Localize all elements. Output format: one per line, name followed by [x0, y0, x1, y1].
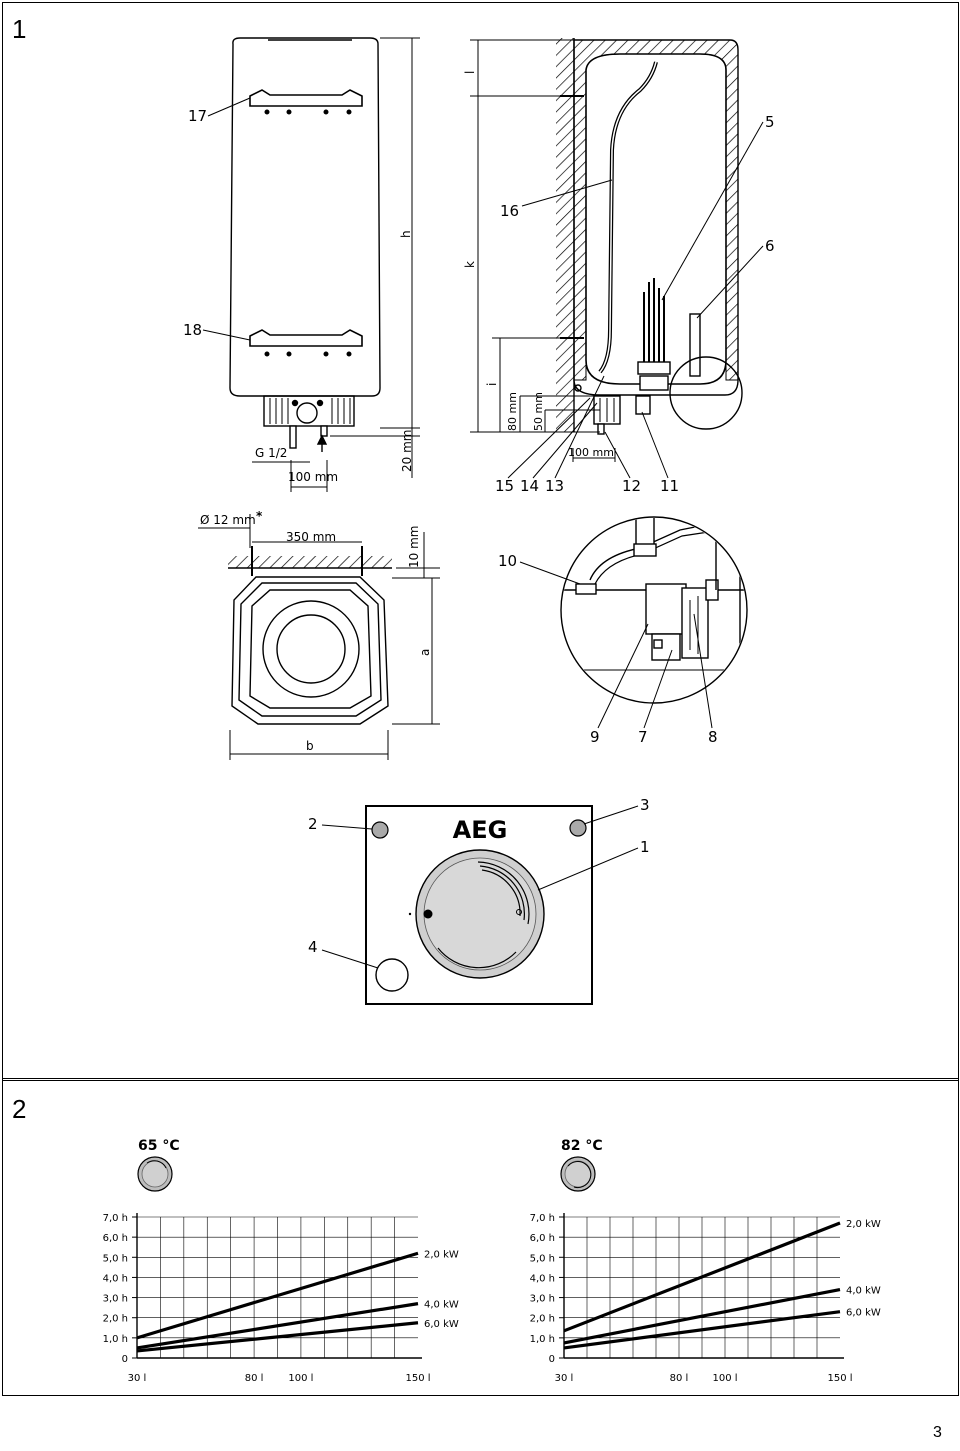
x-tick-label: 30 l	[128, 1373, 147, 1384]
detail-view	[560, 516, 748, 704]
dim-100mm-side-label: 100 mm	[568, 446, 614, 459]
series-line-3	[563, 1310, 841, 1350]
dim-10mm-label: 10 mm	[407, 526, 421, 568]
section-1-number: 1	[12, 14, 27, 44]
x-tick-label: 100 l	[712, 1373, 737, 1384]
x-tick-label: 100 l	[288, 1373, 313, 1384]
callout-15: 15	[495, 477, 514, 495]
series-label-1: 2,0 kW	[424, 1249, 459, 1260]
y-tick-label: 4,0 h	[103, 1273, 128, 1284]
callout-16: 16	[500, 202, 519, 220]
dim-50mm-label: 50 mm	[532, 392, 545, 431]
callout-9: 9	[590, 728, 600, 746]
y-tick-label: 0	[122, 1354, 128, 1365]
y-tick-label: 3,0 h	[103, 1294, 128, 1305]
x-tick-label: 30 l	[555, 1373, 574, 1384]
control-panel: AEG	[365, 805, 593, 1005]
callout-17: 17	[188, 107, 207, 125]
dim-k-label: k	[463, 261, 477, 268]
dim-diam12-label: Ø 12 mm	[200, 513, 256, 527]
series-label-1: 2,0 kW	[846, 1219, 881, 1230]
callout-14: 14	[520, 477, 539, 495]
figure-1-technical-drawing: 17 18 G 1/2 100 mm h 20 mm	[183, 37, 775, 1005]
front-view-heater	[229, 37, 420, 492]
dim-350mm-label: 350 mm	[286, 530, 336, 544]
section-1-frame	[2, 2, 959, 1081]
temp-82-label: 82 °C	[561, 1138, 603, 1154]
y-tick-label: 1,0 h	[103, 1334, 128, 1345]
section-view-heater	[470, 38, 743, 462]
callout-11: 11	[660, 477, 679, 495]
callout-6: 6	[765, 237, 775, 255]
callout-10: 10	[498, 552, 517, 570]
callout-7: 7	[638, 728, 648, 746]
temp-65-indicator: 65 °C	[137, 1138, 180, 1192]
dim-a-label: a	[418, 649, 432, 656]
x-tick-label: 80 l	[245, 1373, 264, 1384]
series-label-3: 6,0 kW	[424, 1319, 459, 1330]
y-tick-label: 0	[549, 1354, 555, 1365]
y-tick-label: 7,0 h	[103, 1213, 128, 1224]
y-tick-label: 6,0 h	[530, 1233, 555, 1244]
callout-5: 5	[765, 113, 775, 131]
top-view-heater	[198, 514, 440, 760]
series-line-1	[136, 1251, 419, 1340]
series-line-2	[136, 1302, 419, 1350]
dim-asterisk-label: *	[256, 509, 263, 523]
dim-80mm-label: 80 mm	[506, 392, 519, 431]
dim-h-label: h	[399, 230, 413, 238]
y-tick-label: 3,0 h	[530, 1294, 555, 1305]
series-line-3	[136, 1321, 419, 1353]
callout-1: 1	[640, 838, 650, 856]
callout-3: 3	[640, 796, 650, 814]
dim-20mm-label: 20 mm	[400, 430, 414, 472]
control-panel-labels: 2 3 1 4	[308, 796, 650, 969]
callout-4: 4	[308, 938, 318, 956]
y-tick-label: 2,0 h	[530, 1314, 555, 1325]
callout-18: 18	[183, 321, 202, 339]
y-tick-label: 1,0 h	[530, 1334, 555, 1345]
series-label-2: 4,0 kW	[846, 1286, 881, 1297]
x-tick-label: 150 l	[405, 1373, 430, 1384]
callout-12: 12	[622, 477, 641, 495]
x-tick-label: 150 l	[827, 1373, 852, 1384]
dim-i-label: i	[485, 383, 499, 386]
series-line-2	[563, 1287, 841, 1345]
heating-time-chart-65c: 0 1,0 h 2,0 h 3,0 h 4,0 h 5,0 h 6,0 h 7,0 h 30 l…	[103, 1213, 459, 1384]
indicator-lamp-right	[569, 819, 587, 837]
dim-l-label: l	[463, 71, 477, 74]
y-tick-label: 4,0 h	[530, 1273, 555, 1284]
callout-13: 13	[545, 477, 564, 495]
callout-8: 8	[708, 728, 718, 746]
series-label-3: 6,0 kW	[846, 1308, 881, 1319]
series-line-1	[563, 1221, 841, 1333]
x-tick-label: 80 l	[670, 1373, 689, 1384]
section-2-frame	[2, 1078, 959, 1396]
dim-g12-label: G 1/2	[255, 446, 287, 460]
y-tick-label: 7,0 h	[530, 1213, 555, 1224]
y-tick-label: 5,0 h	[530, 1253, 555, 1264]
temp-65-label: 65 °C	[138, 1138, 180, 1154]
detail-view-labels: 10 9 7 8	[498, 552, 718, 746]
indicator-lamp-left	[371, 821, 389, 839]
dim-b-label: b	[306, 739, 314, 753]
reset-button	[375, 958, 409, 992]
y-tick-label: 2,0 h	[103, 1314, 128, 1325]
series-label-2: 4,0 kW	[424, 1300, 459, 1311]
page-number: 3	[933, 1424, 942, 1441]
brand-logo: AEG	[453, 816, 508, 844]
section-2-number: 2	[12, 1094, 27, 1124]
heating-time-chart-82c: 0 1,0 h 2,0 h 3,0 h 4,0 h 5,0 h 6,0 h 7,0 h 30 l…	[530, 1213, 881, 1384]
y-tick-label: 6,0 h	[103, 1233, 128, 1244]
y-tick-label: 5,0 h	[103, 1253, 128, 1264]
section-view-labels: l k i 80 mm 50 mm 100 mm 5 6 16 15 14 13…	[463, 71, 775, 495]
top-view-labels: Ø 12 mm * 350 mm 10 mm a b	[200, 509, 432, 753]
callout-2: 2	[308, 815, 318, 833]
dim-100mm-front-label: 100 mm	[288, 470, 338, 484]
figure-2-charts: 65 °C 82 °C 0 1,0 h 2,0 h 3,0 h 4,0 h 5,0 h 6,…	[103, 1138, 881, 1384]
front-view-labels: 17 18 G 1/2 100 mm h 20 mm	[183, 97, 414, 484]
temp-82-indicator: 82 °C	[560, 1138, 603, 1192]
